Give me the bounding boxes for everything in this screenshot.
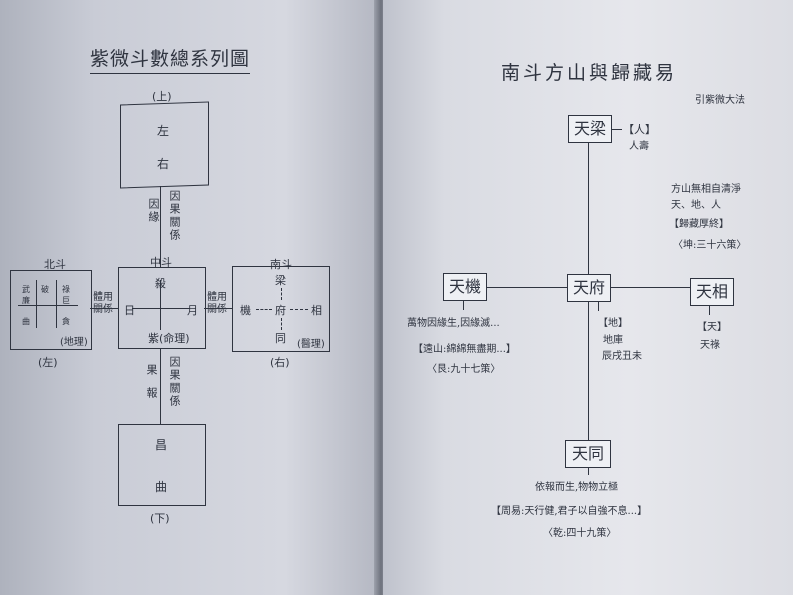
south-box-center: 府 (275, 304, 286, 317)
tianliang-arrow (612, 129, 622, 130)
tianxiang-arrow (709, 305, 710, 315)
north-caption: (地理) (60, 337, 88, 348)
north-star-3: 祿 (62, 285, 70, 294)
north-grid-h (18, 305, 78, 306)
north-header: 北斗 (44, 258, 66, 271)
south-box-right: 相 (311, 304, 322, 317)
south-header: 南斗 (270, 258, 292, 271)
south-box (232, 266, 330, 352)
center-box-right: 月 (187, 304, 198, 317)
center-cross-horizontal (132, 308, 190, 309)
connector-bottom-right-text: 因果關係 (168, 356, 181, 408)
center-cross-vertical (160, 280, 161, 330)
north-star-5: 巨 (62, 296, 70, 305)
left-page: 紫微斗數總系列圖 (上) 左 右 因緣 因果關係 中斗 殺 日 月 紫(命理) … (0, 0, 380, 595)
node-tianliang: 天梁 (568, 115, 612, 143)
right-connector-text: 體用關係 (207, 292, 227, 315)
connector-bottom-left-text: 果報 (145, 364, 158, 410)
tianfu-note-1: 【地】 (598, 318, 628, 329)
right-page: 南斗方山與歸藏易 引紫微大法 天梁 【人】 人壽 方山無相自清淨 天、地、人 【… (383, 0, 793, 595)
tianfu-note-2: 地庫 (603, 335, 623, 346)
bottom-label: (下) (150, 512, 170, 525)
north-grid-v2 (56, 280, 57, 328)
tianfu-note-3: 辰戌丑未 (602, 351, 642, 362)
tianliang-note-1: 【人】 (623, 123, 656, 136)
top-connector-line (160, 186, 161, 268)
north-side-label: (左) (38, 356, 58, 369)
north-star-4: 廉 (22, 296, 30, 305)
connector-top-left-text: 因緣 (147, 198, 160, 224)
top-box (120, 101, 209, 189)
north-star-7: 貪 (62, 317, 70, 326)
bottom-box-char-1: 昌 (155, 438, 168, 452)
left-connector-line (90, 308, 118, 309)
bottom-connector-line (160, 348, 161, 424)
tiantong-note-1: 依報而生,物物立極 (535, 482, 619, 493)
north-star-6: 曲 (22, 317, 30, 326)
right-page-subtitle: 引紫微大法 (695, 95, 745, 106)
tianliang-note-2: 人壽 (629, 141, 649, 152)
tianji-note-2: 【遠山:綿綿無盡期...】 (413, 344, 516, 355)
center-box-top: 殺 (155, 277, 166, 290)
south-caption: (醫理) (297, 339, 325, 350)
tiantong-note-2: 【周易:天行健,君子以自強不息...】 (491, 506, 648, 517)
right-page-title: 南斗方山與歸藏易 (501, 62, 678, 84)
node-tianji: 天機 (443, 273, 487, 301)
right-connector-line (204, 308, 232, 309)
tianfu-arrow (598, 301, 599, 311)
connector-top-right-text: 因果關係 (168, 190, 181, 242)
side-note-4: 〈坤:三十六策〉 (673, 240, 747, 251)
left-connector-text: 體用關係 (93, 292, 113, 315)
side-note-1: 方山無相自清淨 (671, 184, 741, 195)
north-box (10, 270, 92, 350)
node-tiantong: 天同 (565, 440, 611, 468)
south-dash-top (281, 288, 282, 300)
bottom-box (118, 424, 206, 506)
tianji-arrow (463, 300, 464, 310)
node-tianfu: 天府 (567, 274, 611, 302)
tiantong-arrow (588, 467, 589, 475)
south-side-label: (右) (270, 356, 290, 369)
south-dash-bottom (281, 318, 282, 330)
north-grid-v1 (36, 280, 37, 328)
center-box-left: 日 (124, 304, 135, 317)
tianxiang-note-1: 【天】 (697, 322, 727, 333)
tianji-note-3: 〈艮:九十七策〉 (427, 364, 501, 375)
node-tianxiang: 天相 (690, 278, 734, 306)
tianxiang-note-2: 天祿 (700, 340, 720, 351)
north-star-1: 武 (22, 285, 30, 294)
tianji-note-1: 萬物因緣生,因緣滅... (407, 318, 500, 329)
left-page-title: 紫微斗數總系列圖 (90, 44, 251, 74)
south-box-left: 機 (240, 304, 251, 317)
side-note-2: 天、地、人 (671, 200, 721, 211)
north-star-2: 破 (41, 285, 49, 294)
top-box-char-2: 右 (157, 157, 170, 171)
top-label: (上) (152, 90, 172, 103)
south-dash-right (290, 309, 308, 310)
center-box-bottom: 紫(命理) (148, 332, 190, 345)
bottom-box-char-2: 曲 (155, 480, 168, 494)
tiantong-note-3: 〈乾:四十九策〉 (543, 528, 617, 539)
south-box-top: 梁 (275, 274, 286, 287)
center-header: 中斗 (150, 256, 172, 269)
side-note-3: 【歸藏厚終】 (669, 219, 729, 230)
south-dash-left (256, 309, 272, 310)
top-box-char-1: 左 (157, 124, 170, 138)
south-box-bottom: 同 (275, 332, 286, 345)
